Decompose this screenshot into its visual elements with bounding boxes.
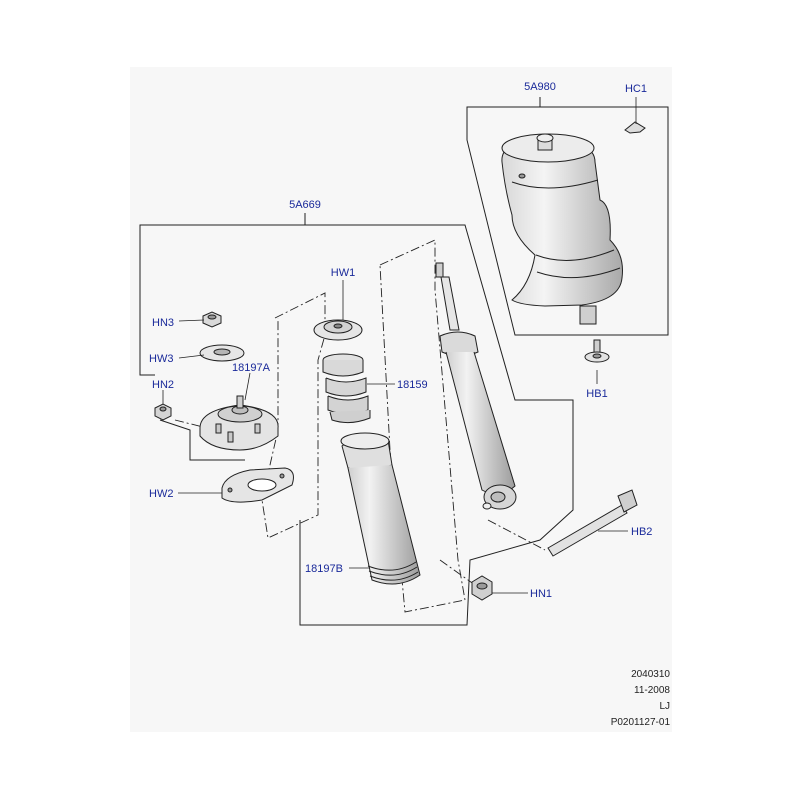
label-5a669[interactable]: 5A669 [289, 199, 321, 211]
label-hw2[interactable]: HW2 [149, 488, 173, 500]
hc1-clip[interactable] [624, 121, 646, 134]
label-18197a[interactable]: 18197A [232, 362, 271, 374]
label-hn3[interactable]: HN3 [152, 317, 174, 329]
footer-code: 2040310 [631, 669, 670, 680]
hb1-bolt[interactable] [584, 339, 610, 363]
air-spring-group-outline [466, 97, 669, 336]
part-labels: 5A980 HC1 5A669 HW1 HN3 HW3 18197A HN2 1… [149, 81, 652, 600]
hw2-plate[interactable] [221, 467, 294, 503]
hw1-washer[interactable] [313, 319, 363, 341]
footer-date: 11-2008 [634, 685, 670, 696]
hw3-washer[interactable] [199, 344, 245, 362]
dust-boot-18197b[interactable] [340, 432, 421, 585]
hn1-nut[interactable] [471, 575, 493, 601]
hn3-nut[interactable] [202, 311, 222, 328]
footer-initials: LJ [659, 701, 670, 712]
label-18197b[interactable]: 18197B [305, 563, 343, 575]
label-18159[interactable]: 18159 [397, 379, 428, 391]
label-hb2[interactable]: HB2 [631, 526, 652, 538]
leader-lines [162, 97, 637, 594]
hb2-bolt[interactable] [547, 489, 638, 557]
label-hw1[interactable]: HW1 [331, 267, 355, 279]
hn2-nut[interactable] [154, 403, 172, 421]
shock-assembly-group-outline [139, 213, 574, 626]
bump-stop-18159[interactable] [322, 353, 371, 424]
label-hn1[interactable]: HN1 [530, 588, 552, 600]
label-hn2[interactable]: HN2 [152, 379, 174, 391]
label-hw3[interactable]: HW3 [149, 353, 173, 365]
footer-reference: P0201127-01 [610, 717, 670, 728]
shock-absorber[interactable] [435, 262, 517, 510]
air-spring-5a980[interactable] [501, 133, 623, 325]
label-5a980[interactable]: 5A980 [524, 81, 556, 93]
label-hc1[interactable]: HC1 [625, 83, 647, 95]
top-mount-18197a[interactable] [199, 395, 279, 451]
label-hb1[interactable]: HB1 [586, 388, 607, 400]
